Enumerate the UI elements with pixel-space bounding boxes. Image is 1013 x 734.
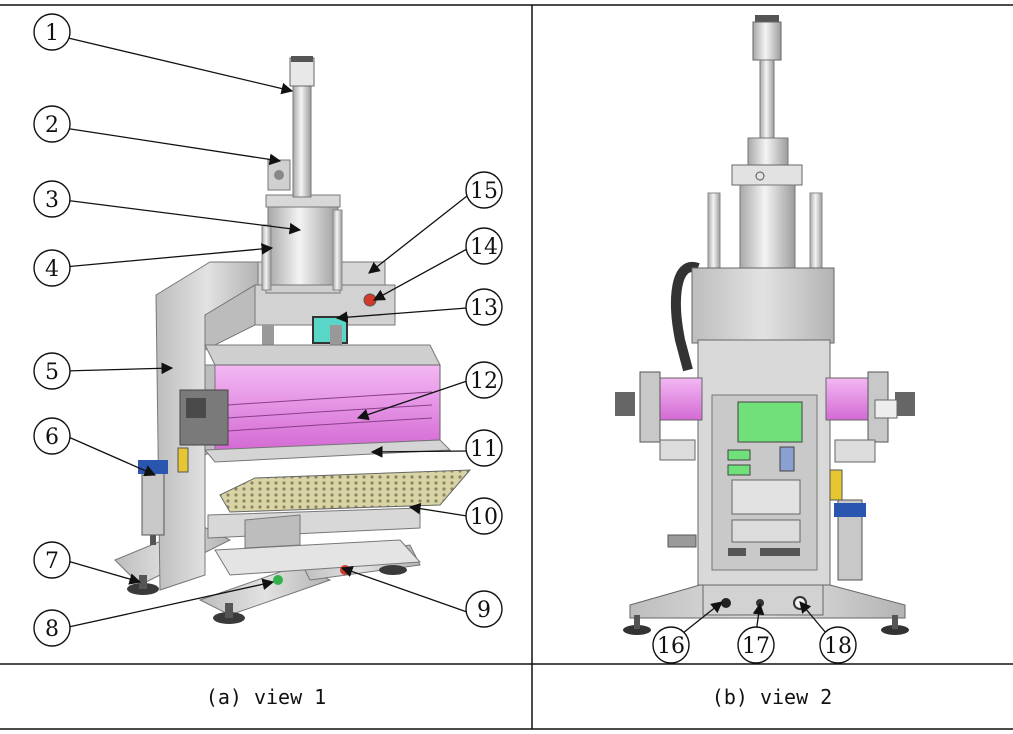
callout-14: 14 (465, 227, 503, 265)
rear-display (737, 401, 803, 443)
callout-label: 6 (45, 425, 59, 450)
callout-label: 15 (470, 179, 498, 204)
caption-view-2: (b) view 2 (712, 685, 832, 709)
callout-15: 15 (465, 171, 503, 209)
green-button (273, 575, 283, 585)
callout-5: 5 (33, 352, 71, 390)
machine-view-1 (114, 56, 472, 624)
callout-16: 16 (652, 626, 690, 664)
callout-label: 14 (470, 235, 498, 260)
leader-lines (63, 36, 827, 634)
callout-label: 7 (45, 549, 59, 574)
callout-label: 12 (470, 369, 498, 394)
callout-label: 11 (470, 437, 498, 462)
heating-chamber (214, 364, 441, 451)
callout-3: 3 (33, 180, 71, 218)
callout-7: 7 (33, 541, 71, 579)
callout-label: 16 (657, 634, 685, 659)
air-regulator (141, 464, 165, 536)
callout-11: 11 (465, 429, 503, 467)
callout-6: 6 (33, 417, 71, 455)
callout-label: 1 (45, 21, 59, 46)
callout-13: 13 (465, 288, 503, 326)
callout-17: 17 (737, 626, 775, 664)
callout-18: 18 (819, 626, 857, 664)
callout-label: 13 (470, 296, 498, 321)
callout-10: 10 (465, 497, 503, 535)
callout-8: 8 (33, 609, 71, 647)
table-frame (0, 4, 1013, 730)
callout-label: 17 (742, 634, 770, 659)
main-cylinder (267, 202, 339, 289)
callout-label: 10 (470, 505, 498, 530)
callout-2: 2 (33, 105, 71, 143)
callout-12: 12 (465, 361, 503, 399)
callout-label: 9 (477, 598, 491, 623)
callout-label: 2 (45, 113, 59, 138)
worktable-mesh (219, 469, 472, 513)
callout-9: 9 (465, 590, 503, 628)
callout-label: 8 (45, 617, 59, 642)
machine-view-2 (615, 15, 915, 635)
callout-label: 18 (824, 634, 852, 659)
callout-label: 5 (45, 360, 59, 385)
callout-4: 4 (33, 249, 71, 287)
caption-view-1: (a) view 1 (206, 685, 326, 709)
callout-1: 1 (33, 13, 71, 51)
callout-label: 3 (45, 188, 59, 213)
callout-label: 4 (45, 257, 59, 282)
